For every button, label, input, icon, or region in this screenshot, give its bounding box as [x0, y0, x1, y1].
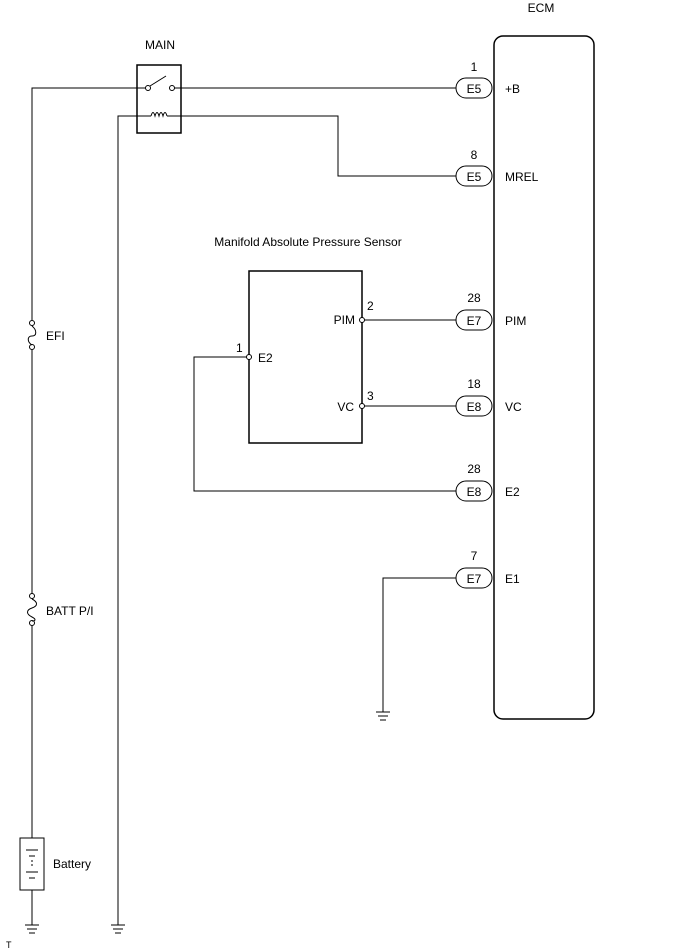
e1-ground-wire	[382, 577, 456, 712]
sensor-pin-vc-name: VC	[337, 400, 354, 414]
footer-mark: T	[6, 940, 12, 950]
ground-symbol	[111, 924, 125, 934]
sensor-pin-vc-num: 3	[367, 389, 374, 403]
relay-coil-ground-wire	[117, 115, 148, 925]
svg-text:E8: E8	[467, 485, 482, 499]
svg-text:E8: E8	[467, 400, 482, 414]
mrel-wire	[170, 115, 456, 177]
svg-text:28: 28	[467, 462, 481, 476]
ecm-box	[493, 35, 595, 720]
ecm-terminal-e2: E8 28 E2	[455, 462, 520, 502]
map-sensor	[248, 270, 363, 444]
sensor-title: Manifold Absolute Pressure Sensor	[214, 235, 401, 249]
relay-label: MAIN	[145, 38, 175, 52]
ecm-terminal-vc: E8 18 VC	[455, 377, 522, 417]
battery-symbol	[19, 837, 45, 925]
svg-text:PIM: PIM	[505, 314, 526, 328]
ecm-terminal-pim: E7 28 PIM	[455, 291, 526, 331]
svg-text:7: 7	[471, 549, 478, 563]
svg-text:8: 8	[471, 148, 478, 162]
sensor-pin-e2-num: 1	[236, 341, 243, 355]
sensor-pin-pim-num: 2	[367, 299, 374, 313]
svg-text:MREL: MREL	[505, 170, 539, 184]
sensor-pin-vc	[359, 403, 365, 409]
sensor-pin-e2	[246, 354, 252, 360]
efi-fuse	[27, 320, 37, 350]
sensor-pin-e2-name: E2	[258, 351, 273, 365]
battery-feed-wire	[31, 87, 456, 838]
ecm-terminal-plus-b: E5 1 +B	[455, 60, 520, 99]
ground-symbol	[376, 711, 390, 721]
ecm-terminal-e1: E7 7 E1	[455, 549, 520, 589]
svg-text:E1: E1	[505, 572, 520, 586]
main-relay	[136, 64, 182, 134]
svg-text:28: 28	[467, 291, 481, 305]
ecm-label: ECM	[528, 1, 555, 15]
efi-fuse-label: EFI	[46, 329, 65, 343]
svg-text:VC: VC	[505, 400, 522, 414]
relay-coil	[148, 112, 170, 118]
e2-wire	[193, 356, 456, 492]
svg-text:E2: E2	[505, 485, 520, 499]
batt-pi-fuse-label: BATT P/I	[46, 604, 94, 618]
svg-text:E5: E5	[467, 170, 482, 184]
battery-label: Battery	[53, 857, 91, 871]
svg-text:E5: E5	[467, 82, 482, 96]
sensor-pin-pim	[359, 317, 365, 323]
svg-text:+B: +B	[505, 82, 520, 96]
ground-symbol	[25, 924, 39, 934]
ecm-terminal-mrel: E5 8 MREL	[455, 148, 539, 187]
sensor-pin-pim-name: PIM	[334, 313, 355, 327]
svg-text:1: 1	[471, 60, 478, 74]
svg-text:18: 18	[467, 377, 481, 391]
svg-text:E7: E7	[467, 572, 482, 586]
batt-pi-fuse	[27, 593, 37, 626]
svg-text:E7: E7	[467, 314, 482, 328]
